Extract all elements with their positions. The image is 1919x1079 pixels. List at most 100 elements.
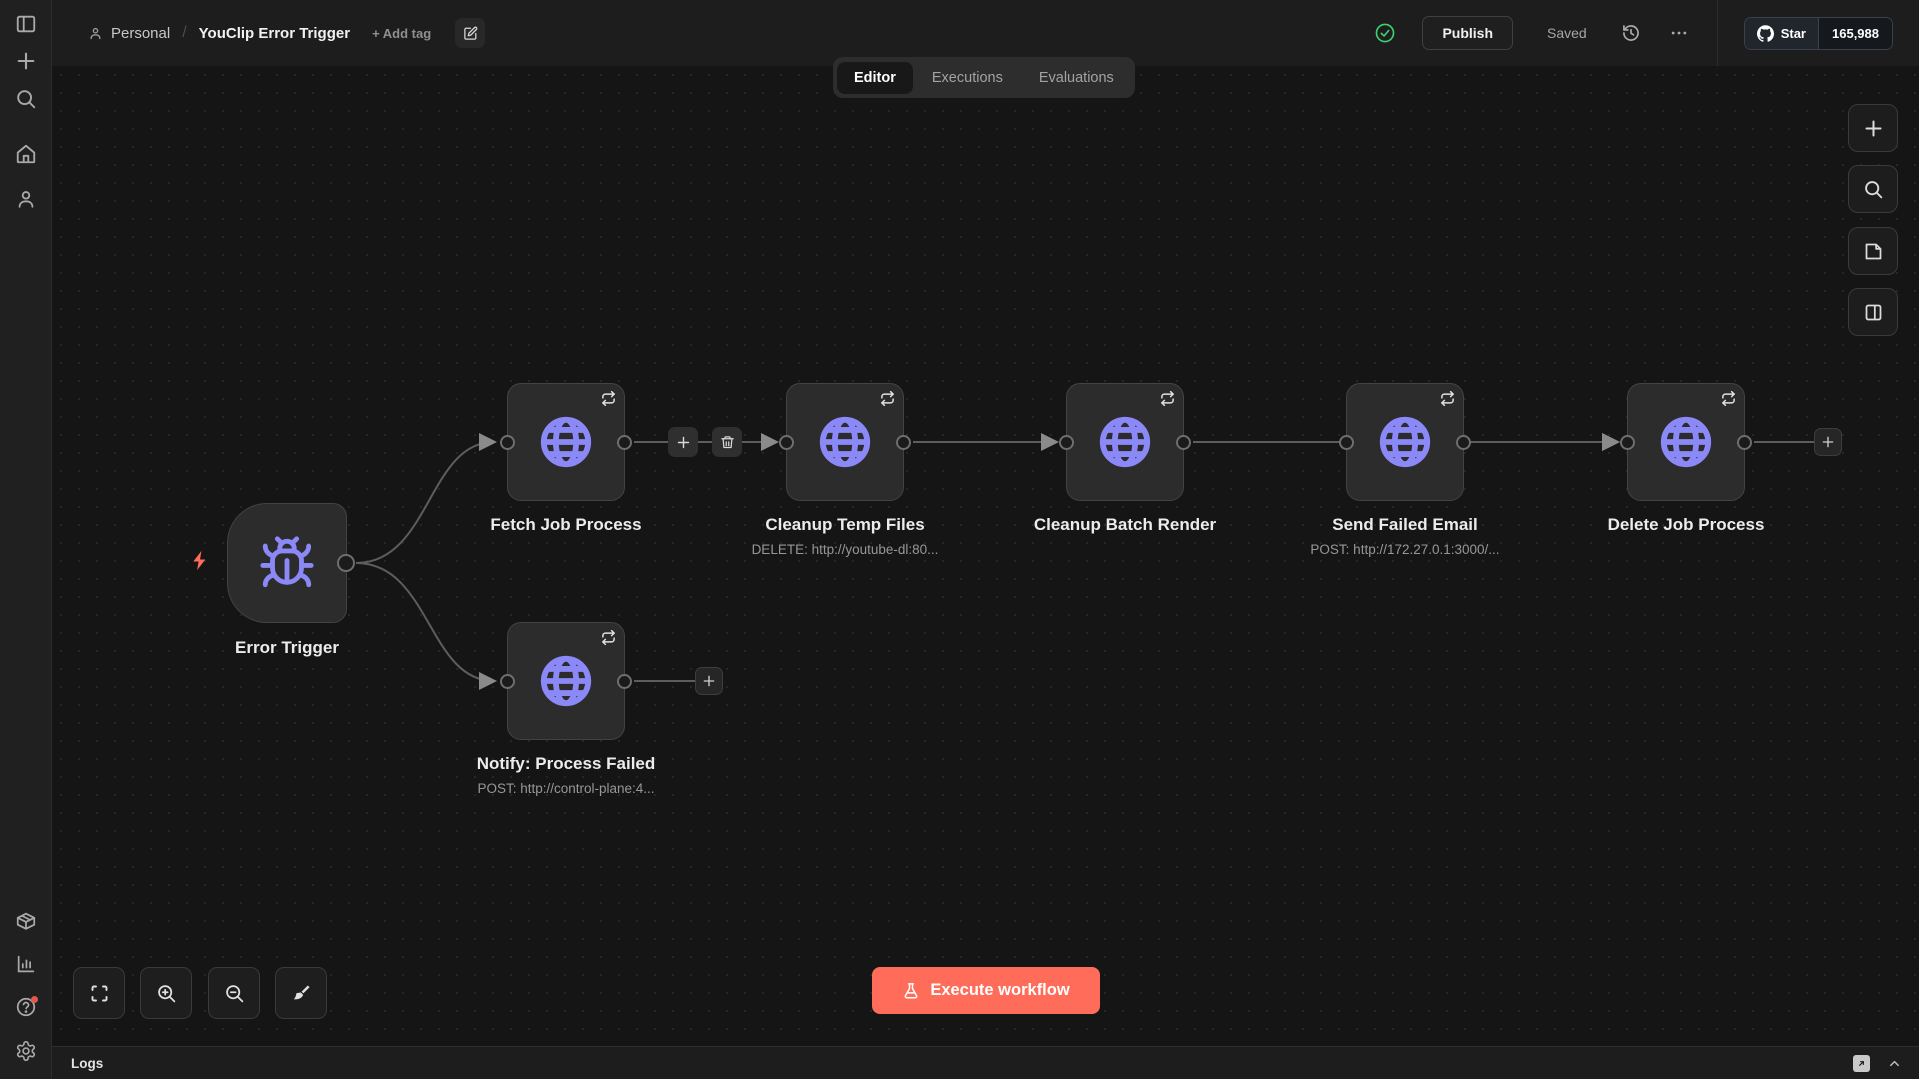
broom-icon [293, 984, 310, 999]
input-port[interactable] [1339, 434, 1354, 450]
search-nodes-button[interactable] [1848, 165, 1898, 213]
input-port[interactable] [1620, 434, 1635, 450]
insights-icon[interactable] [15, 953, 37, 975]
execute-workflow-label: Execute workflow [930, 981, 1070, 999]
output-port[interactable] [617, 434, 632, 450]
tab-editor[interactable]: Editor [837, 61, 913, 94]
retry-on-fail-icon [1721, 391, 1736, 406]
github-star-count: 165,988 [1818, 17, 1892, 49]
github-star-label: Star [1780, 25, 1806, 41]
header-actions: Publish Saved Star 165,988 [1374, 0, 1919, 66]
output-port[interactable] [896, 434, 911, 450]
retry-on-fail-icon [880, 391, 895, 406]
home-icon[interactable] [15, 143, 37, 165]
delete-connection-button[interactable] [712, 427, 742, 457]
output-port[interactable] [617, 673, 632, 689]
help-icon[interactable] [15, 996, 37, 1018]
toggle-panel-button[interactable] [1848, 288, 1898, 336]
status-check-icon [1376, 23, 1395, 43]
add-tag-button[interactable]: + Add tag [372, 25, 432, 41]
node-error-trigger[interactable]: Error Trigger [227, 503, 355, 657]
globe-icon [1657, 413, 1715, 471]
project-owner-icon [90, 27, 101, 39]
split-panel-icon [1865, 304, 1881, 320]
left-sidebar [0, 0, 52, 1079]
rename-workflow-button[interactable] [455, 18, 486, 48]
settings-icon[interactable] [15, 1040, 37, 1062]
retry-on-fail-icon [601, 391, 616, 406]
save-status: Saved [1547, 25, 1587, 41]
node-cleanup-temp-files[interactable]: Cleanup Temp Files DELETE: http://youtub… [752, 383, 938, 557]
templates-icon[interactable] [15, 910, 37, 932]
node-subtitle: DELETE: http://youtube-dl:80... [751, 542, 939, 557]
globe-icon [816, 413, 874, 471]
note-icon [1865, 243, 1881, 259]
retry-on-fail-icon [601, 630, 616, 645]
input-port[interactable] [500, 673, 515, 689]
sticky-note-button[interactable] [1848, 227, 1898, 275]
logs-panel-header[interactable]: Logs [52, 1046, 1919, 1079]
breadcrumb: Personal / YouClip Error Trigger + Add t… [88, 18, 486, 48]
github-star-button[interactable]: Star 165,988 [1743, 16, 1893, 50]
node-subtitle: POST: http://control-plane:4... [477, 781, 655, 796]
create-new-icon[interactable] [15, 50, 37, 72]
zoom-in-button[interactable] [140, 967, 192, 1019]
retry-on-fail-icon [1160, 391, 1175, 406]
node-notify-process-failed[interactable]: Notify: Process Failed POST: http://cont… [477, 622, 655, 796]
top-header: Personal / YouClip Error Trigger + Add t… [52, 0, 1919, 66]
zoom-in-icon [157, 984, 175, 1002]
zoom-out-button[interactable] [208, 967, 260, 1019]
node-delete-job-process[interactable]: Delete Job Process [1608, 383, 1764, 534]
globe-icon [1096, 413, 1154, 471]
more-options-icon[interactable] [1669, 23, 1689, 43]
node-label: Send Failed Email [1332, 515, 1478, 534]
popout-logs-icon[interactable] [1853, 1054, 1870, 1072]
search-icon[interactable] [15, 88, 37, 110]
execute-workflow-button[interactable]: Execute workflow [872, 967, 1100, 1014]
search-icon [1863, 179, 1884, 200]
globe-icon [537, 413, 595, 471]
publish-button[interactable]: Publish [1422, 16, 1513, 50]
output-port[interactable] [1176, 434, 1191, 450]
input-port[interactable] [779, 434, 794, 450]
github-widget-wrap: Star 165,988 [1716, 0, 1919, 66]
node-send-failed-email[interactable]: Send Failed Email POST: http://172.27.0.… [1310, 383, 1500, 557]
edit-icon [463, 26, 478, 40]
add-node-panel-button[interactable] [1848, 104, 1898, 152]
tidy-up-button[interactable] [275, 967, 327, 1019]
output-port[interactable] [1456, 434, 1471, 450]
workflow-name[interactable]: YouClip Error Trigger [198, 24, 351, 42]
node-label: Delete Job Process [1607, 515, 1765, 534]
output-port[interactable] [1737, 434, 1752, 450]
globe-icon [1376, 413, 1434, 471]
input-port[interactable] [1059, 434, 1074, 450]
bug-icon [258, 534, 316, 592]
output-port[interactable] [337, 554, 355, 572]
node-cleanup-batch-render[interactable]: Cleanup Batch Render [1034, 383, 1216, 534]
breadcrumb-project[interactable]: Personal [111, 24, 171, 42]
input-port[interactable] [500, 434, 515, 450]
node-label: Fetch Job Process [490, 515, 642, 534]
add-next-node-button[interactable] [695, 667, 723, 695]
user-icon[interactable] [15, 188, 37, 210]
notification-dot [31, 996, 38, 1003]
breadcrumb-separator: / [182, 24, 187, 41]
plus-icon [1863, 118, 1884, 139]
zoom-to-fit-button[interactable] [73, 967, 125, 1019]
node-subtitle: POST: http://172.27.0.1:3000/... [1310, 542, 1500, 557]
tab-evaluations[interactable]: Evaluations [1038, 69, 1114, 86]
sidebar-toggle-icon[interactable] [15, 13, 37, 35]
expand-logs-icon[interactable] [1887, 1056, 1902, 1071]
add-next-node-button[interactable] [1814, 428, 1842, 456]
tab-executions[interactable]: Executions [931, 69, 1003, 86]
version-history-icon[interactable] [1621, 23, 1641, 43]
node-fetch-job-process[interactable]: Fetch Job Process [490, 383, 642, 534]
view-tabs: Editor Executions Evaluations [833, 57, 1135, 98]
add-node-on-connection-button[interactable] [668, 427, 698, 457]
node-label: Error Trigger [235, 638, 339, 657]
logs-title: Logs [71, 1055, 104, 1071]
node-label: Cleanup Batch Render [1033, 515, 1217, 534]
flask-icon [904, 982, 918, 998]
node-label: Cleanup Temp Files [765, 515, 925, 534]
